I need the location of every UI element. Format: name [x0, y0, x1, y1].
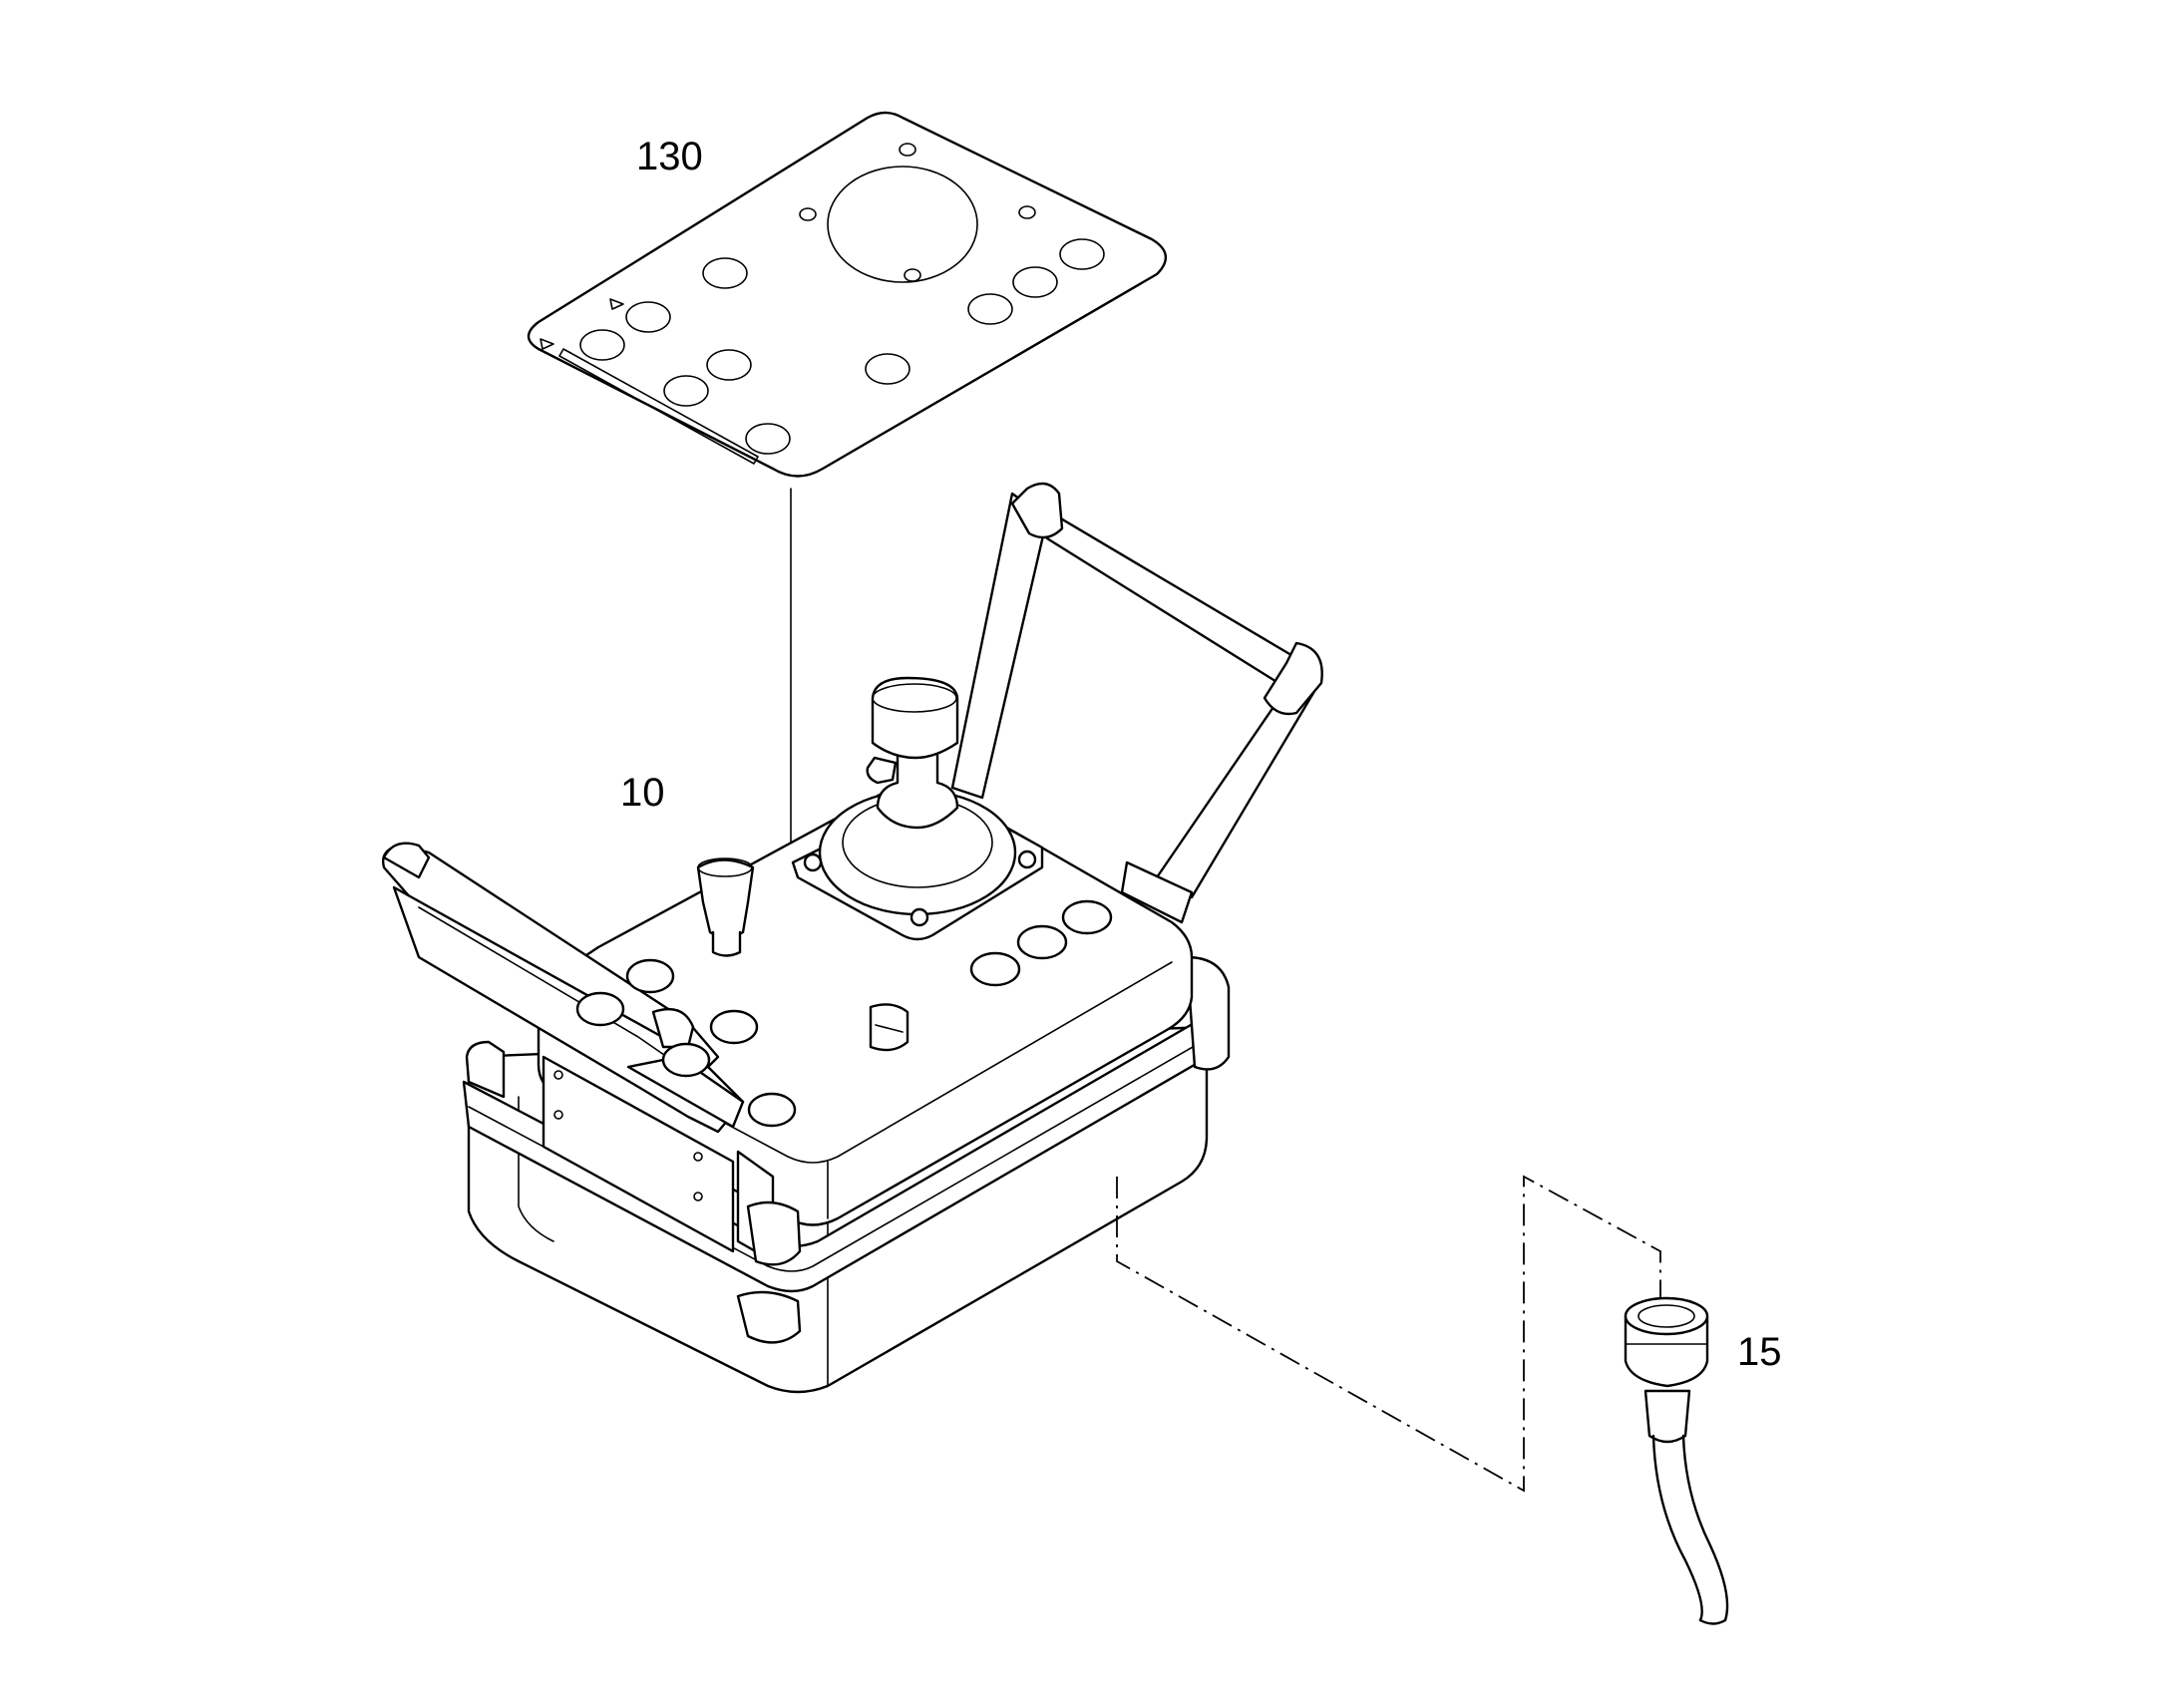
control-box-10	[382, 482, 1323, 1394]
callout-130: 130	[636, 135, 703, 178]
connection-dashed-line	[1116, 1175, 1661, 1493]
callout-15: 15	[1737, 1330, 1782, 1374]
callout-10: 10	[620, 771, 665, 815]
cable-connector-15	[1624, 1296, 1729, 1625]
label-plate-130	[527, 111, 1167, 478]
